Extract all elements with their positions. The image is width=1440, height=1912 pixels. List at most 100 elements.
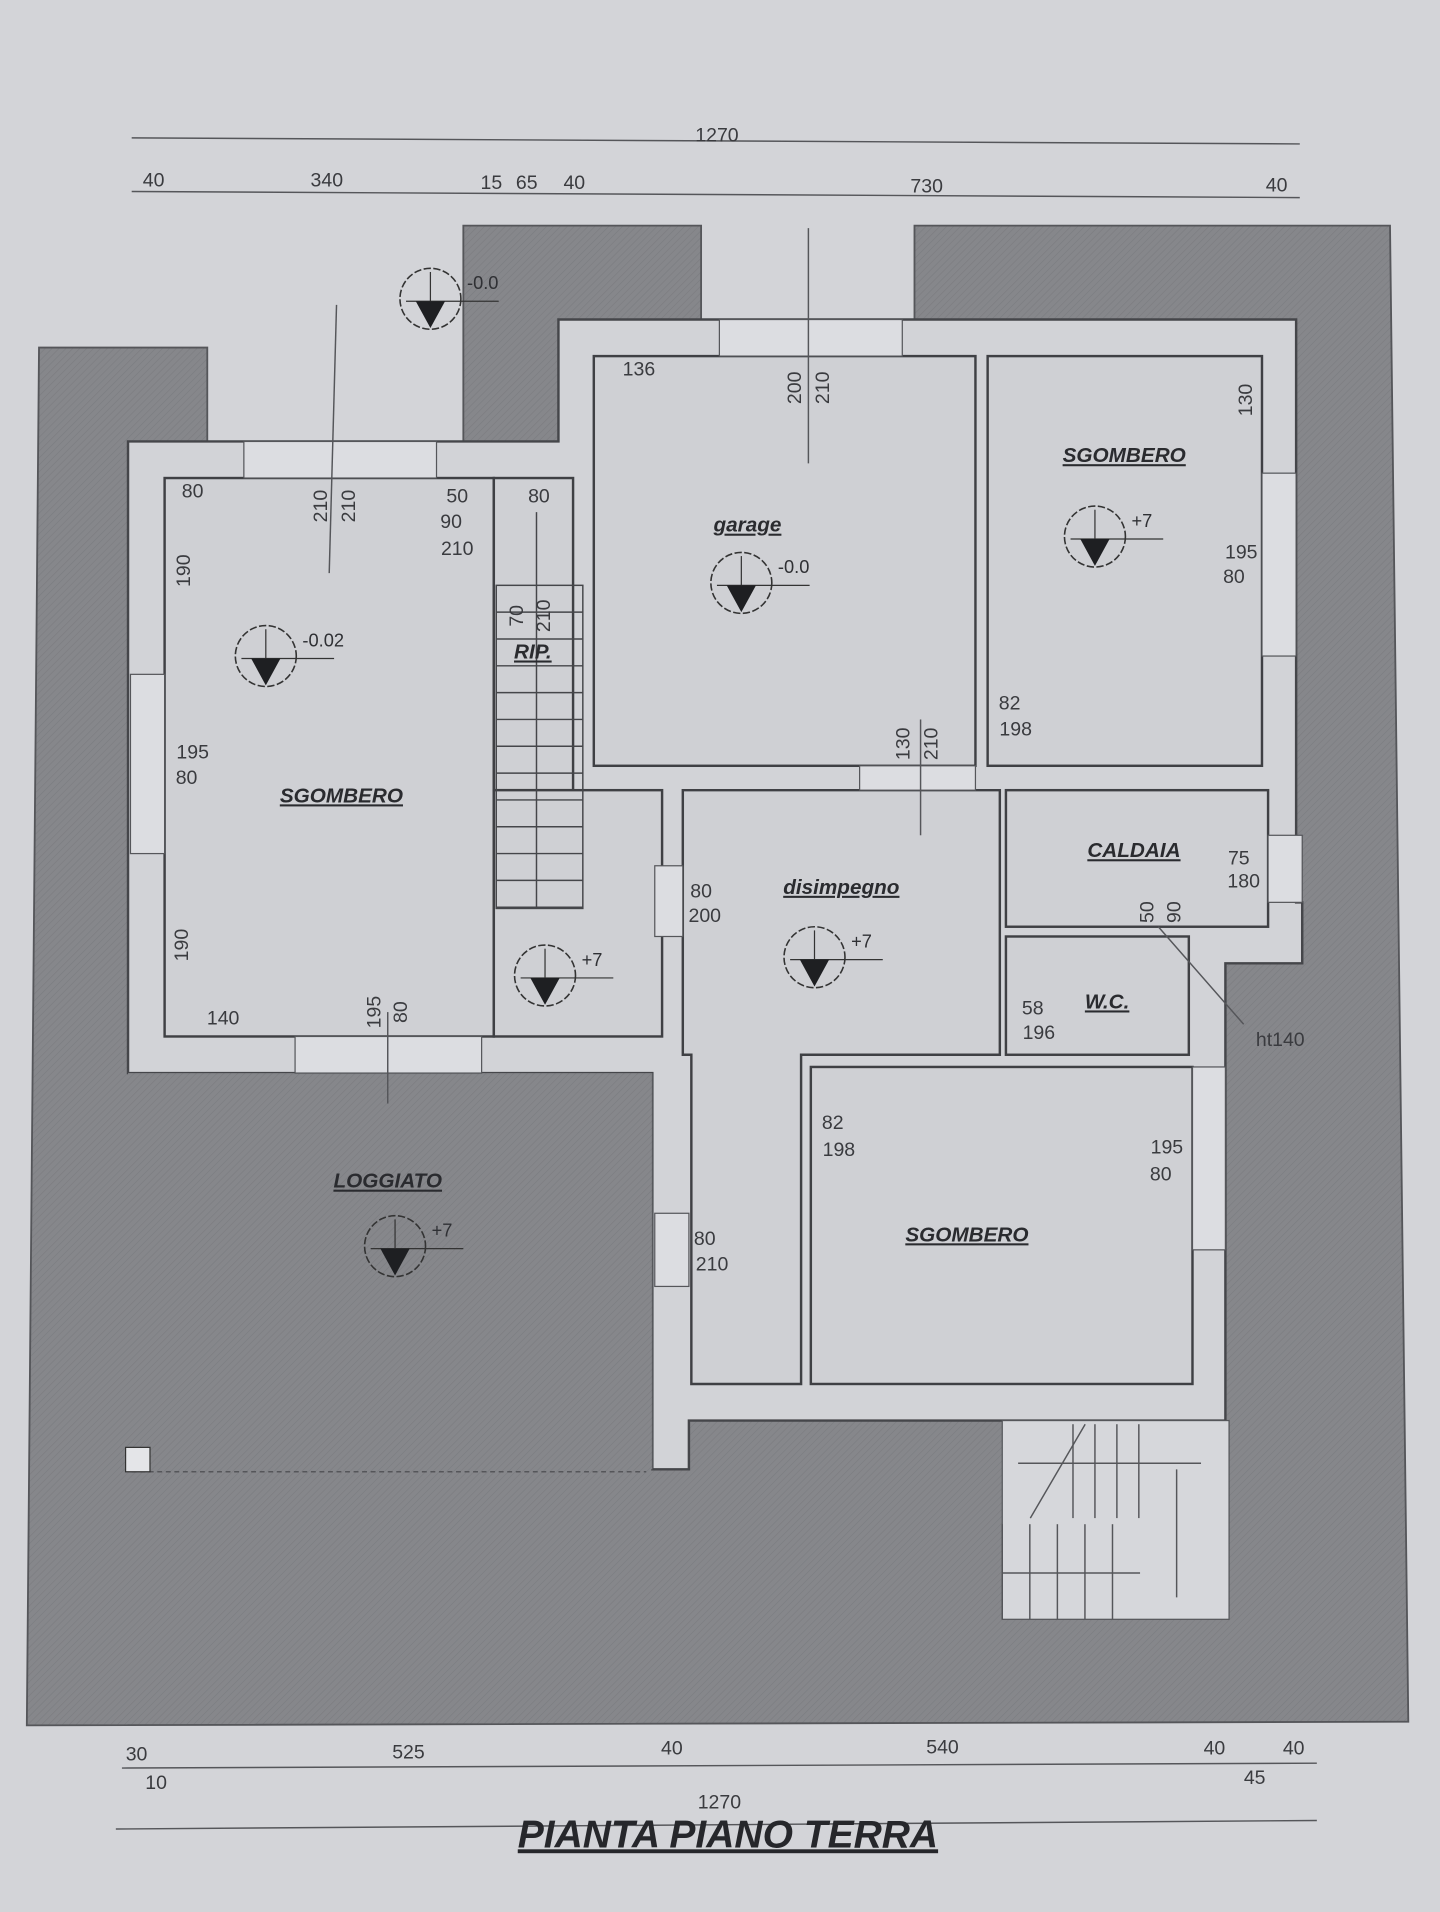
- dimension-annotation: 195: [176, 741, 209, 763]
- dimension-annotation: 70: [506, 605, 528, 627]
- pillar: [124, 1446, 151, 1473]
- dimension-annotation: 82: [822, 1112, 844, 1134]
- dimension-annotation: 198: [823, 1139, 856, 1161]
- level-triangle-icon: [530, 977, 560, 1005]
- room-sgombero-right: [986, 354, 1264, 768]
- level-value: +7: [1132, 510, 1153, 531]
- bottom-dim: 30: [126, 1744, 148, 1766]
- level-marker: -0.02: [234, 624, 344, 688]
- room-label: garage: [712, 514, 781, 537]
- dimension-annotation: 80: [1223, 566, 1245, 588]
- level-circle-icon: [710, 551, 773, 615]
- dimension-annotation: 210: [921, 727, 943, 760]
- top-dim: 65: [516, 172, 538, 194]
- dimension-annotation: 190: [173, 554, 195, 587]
- dimension-annotation: 58: [1022, 998, 1044, 1020]
- dimension-annotation: 210: [338, 490, 360, 523]
- level-marker: +7: [1063, 505, 1164, 568]
- dimension-annotation: 195: [363, 996, 385, 1029]
- dimension-annotation: 196: [1023, 1022, 1056, 1044]
- level-circle-icon: [399, 267, 462, 331]
- bottom-dim: 540: [926, 1736, 959, 1758]
- bottom-dim: 40: [1283, 1738, 1305, 1760]
- dimension-annotation: 200: [688, 905, 721, 927]
- top-dim: 40: [143, 170, 165, 192]
- dimension-annotation: 90: [1163, 901, 1185, 923]
- stair-edge: [1029, 1423, 1086, 1519]
- level-circle-icon: [513, 944, 577, 1007]
- bottom-dim: 10: [145, 1772, 167, 1794]
- level-value: -0.0: [778, 556, 809, 577]
- bottom-dim: 45: [1244, 1767, 1266, 1789]
- level-value: +7: [582, 949, 603, 970]
- level-marker: +7: [783, 925, 883, 989]
- level-value: -0.02: [302, 629, 344, 650]
- dimension-annotation: 195: [1151, 1137, 1184, 1159]
- bottom-dim: 525: [392, 1741, 425, 1763]
- dimension-annotation: 190: [171, 929, 193, 962]
- dimension-annotation: 80: [182, 481, 204, 503]
- dimension-annotation: 198: [999, 718, 1032, 740]
- room-caldaia: [1004, 788, 1270, 928]
- level-marker: -0.0: [710, 551, 810, 615]
- dimension-annotation: 210: [533, 599, 555, 632]
- room-sgombero-bottom: [809, 1065, 1194, 1386]
- dimension-annotation: ht140: [1256, 1029, 1305, 1051]
- level-circle-icon: [783, 925, 846, 989]
- level-triangle-icon: [799, 959, 830, 987]
- dimension-annotation: 50: [1136, 901, 1158, 923]
- dimension-annotation: 75: [1228, 848, 1250, 870]
- level-circle-icon: [363, 1214, 427, 1278]
- level-marker: -0.0: [399, 267, 499, 331]
- level-value: +7: [432, 1219, 453, 1240]
- dimension-annotation: 195: [1225, 542, 1258, 564]
- room-label: CALDAIA: [1087, 839, 1180, 862]
- overall-width-bottom: 1270: [698, 1791, 742, 1813]
- dimension-annotation: 136: [623, 359, 656, 381]
- dimension-lines: [115, 137, 1317, 1830]
- dimension-annotation: 80: [694, 1228, 716, 1250]
- dimension-annotation: 180: [1227, 871, 1260, 893]
- level-value: +7: [851, 930, 872, 951]
- dimension-annotation: 210: [696, 1254, 729, 1276]
- bottom-dim: 40: [1204, 1738, 1226, 1760]
- dimension-annotation: 90: [440, 511, 462, 533]
- dimension-annotation: 210: [812, 371, 834, 404]
- dimension-annotation: 200: [784, 371, 806, 404]
- dimension-annotation: 80: [390, 1001, 412, 1023]
- level-triangle-icon: [726, 585, 756, 613]
- dimension-annotation: 130: [1235, 384, 1257, 417]
- room-label: LOGGIATO: [333, 1170, 442, 1193]
- dimension-annotation: 82: [999, 693, 1021, 715]
- room-label: SGOMBERO: [1063, 444, 1186, 467]
- dimension-annotation: 80: [690, 880, 712, 902]
- top-dim: 15: [481, 172, 503, 194]
- dimension-annotation: 210: [310, 490, 332, 523]
- room-label: W.C.: [1085, 990, 1129, 1013]
- level-marker: +7: [363, 1214, 464, 1278]
- rooms: [163, 354, 1270, 1386]
- overall-width-top: 1270: [695, 125, 739, 147]
- room-label: SGOMBERO: [905, 1223, 1028, 1246]
- dimension-annotation: 80: [176, 767, 198, 789]
- exterior-staircase: [1001, 1423, 1202, 1620]
- level-circle-icon: [234, 624, 298, 688]
- room-garage: [592, 354, 977, 768]
- loggiato-area: [128, 1073, 653, 1470]
- room-disimpegno: [681, 788, 1002, 1386]
- plan-title: PIANTA PIANO TERRA: [518, 1813, 938, 1856]
- top-dim: 40: [1266, 174, 1288, 196]
- dimension-annotation: 140: [207, 1007, 240, 1029]
- level-triangle-icon: [1080, 538, 1110, 566]
- top-dim: 730: [910, 176, 943, 198]
- dimension-annotation: 80: [528, 485, 550, 507]
- level-triangle-icon: [251, 658, 281, 686]
- room-stair-strip: [492, 476, 575, 792]
- bottom-dim: 40: [661, 1738, 683, 1760]
- room-label: SGOMBERO: [280, 784, 403, 807]
- level-marker: +7: [513, 944, 614, 1007]
- room-label: disimpegno: [783, 876, 899, 899]
- level-value: -0.0: [467, 272, 498, 293]
- outdoor-stair-area: [1001, 1419, 1230, 1620]
